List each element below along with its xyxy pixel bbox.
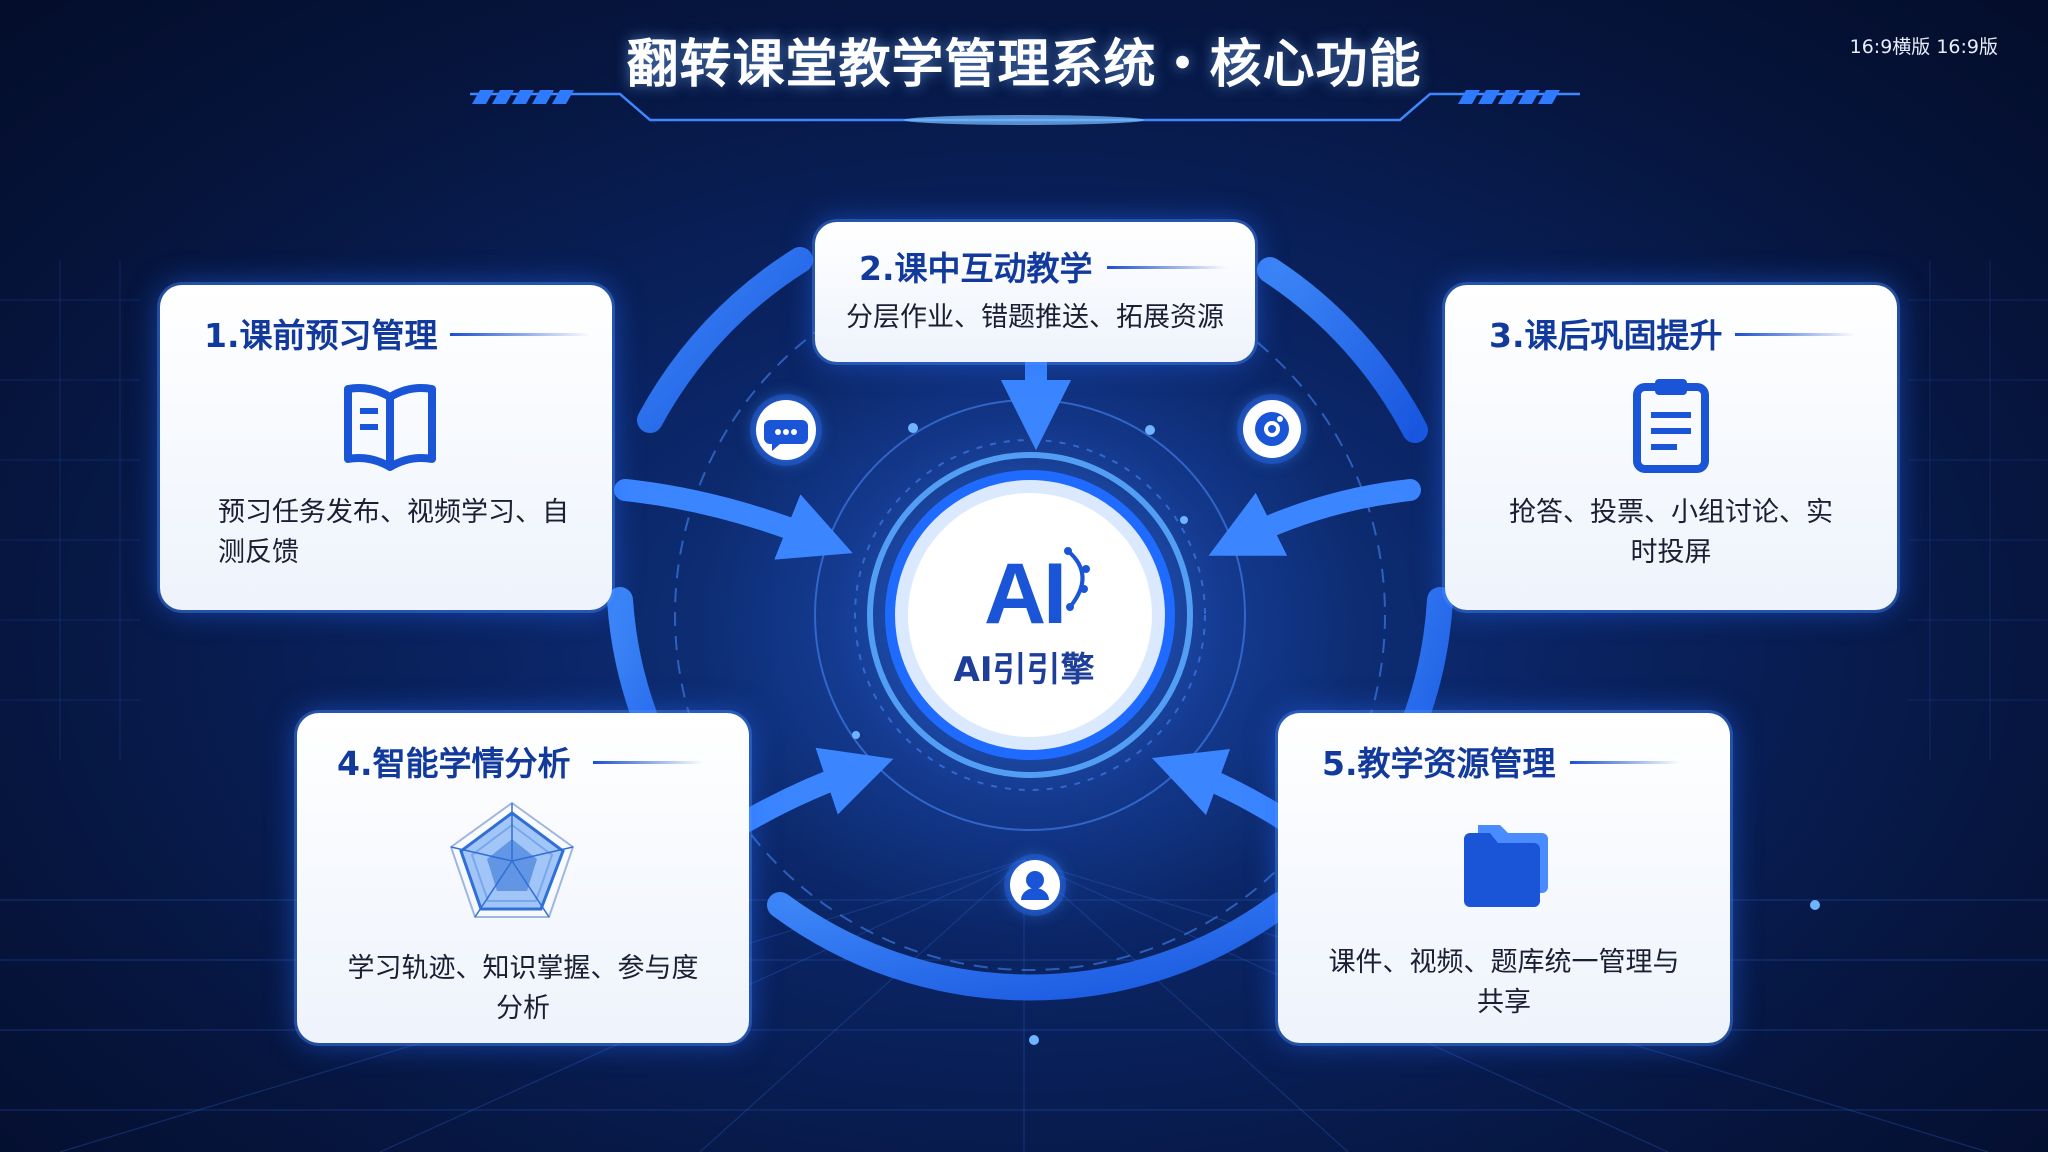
- card-in-class-interaction[interactable]: 2.课中互动教学 分层作业、错题推送、拓展资源: [815, 222, 1255, 362]
- ai-spark-icon: [1064, 547, 1090, 611]
- aspect-ratio-badge: 16:9横版 16:9版: [1849, 36, 1998, 58]
- card-title: 5.教学资源管理: [1322, 744, 1556, 783]
- title-underline: [593, 761, 703, 764]
- title-stripes: [472, 90, 1560, 104]
- card-title: 4.智能学情分析: [337, 744, 571, 783]
- chat-bubble-icon: [756, 400, 816, 460]
- ai-logo-mark: AI: [984, 546, 1067, 642]
- card-learning-analytics[interactable]: 4.智能学情分析 学习轨迹、知识掌握、参与度分析: [297, 713, 749, 1043]
- card-title: 1.课前预习管理: [204, 316, 438, 355]
- page-title: 翻转课堂教学管理系统・核心功能: [626, 35, 1422, 95]
- card-description: 抢答、投票、小组讨论、实时投屏: [1509, 497, 1833, 568]
- card-title: 2.课中互动教学: [859, 249, 1093, 288]
- ai-engine-label: AI引引擎: [953, 650, 1095, 690]
- card-description: 课件、视频、题库统一管理与共享: [1328, 947, 1680, 1018]
- folder-icon: [1464, 825, 1548, 907]
- title-underline: [450, 333, 590, 336]
- card-resource-management[interactable]: 5.教学资源管理 课件、视频、题库统一管理与共享: [1278, 713, 1730, 1043]
- title-underline: [1735, 333, 1855, 336]
- card-after-class-consolidation[interactable]: 3.课后巩固提升 抢答、投票、小组讨论、实时投屏: [1445, 285, 1897, 610]
- card-description: 分层作业、错题推送、拓展资源: [846, 302, 1224, 333]
- card-title: 3.课后巩固提升: [1489, 316, 1723, 355]
- book-icon: [344, 384, 436, 471]
- title-underline: [1570, 761, 1680, 764]
- card-description: 学习轨迹、知识掌握、参与度分析: [347, 953, 699, 1024]
- title-underline: [1107, 266, 1227, 269]
- camera-icon: [1243, 400, 1301, 458]
- clipboard-icon: [1633, 379, 1709, 473]
- card-description: 预习任务发布、视频学习、自测反馈: [218, 497, 569, 568]
- user-icon: [1010, 860, 1060, 910]
- card-pre-class-preview[interactable]: 1.课前预习管理 预习任务发布、视频学习、自测反馈: [160, 285, 612, 610]
- radar-chart-icon: [449, 801, 575, 918]
